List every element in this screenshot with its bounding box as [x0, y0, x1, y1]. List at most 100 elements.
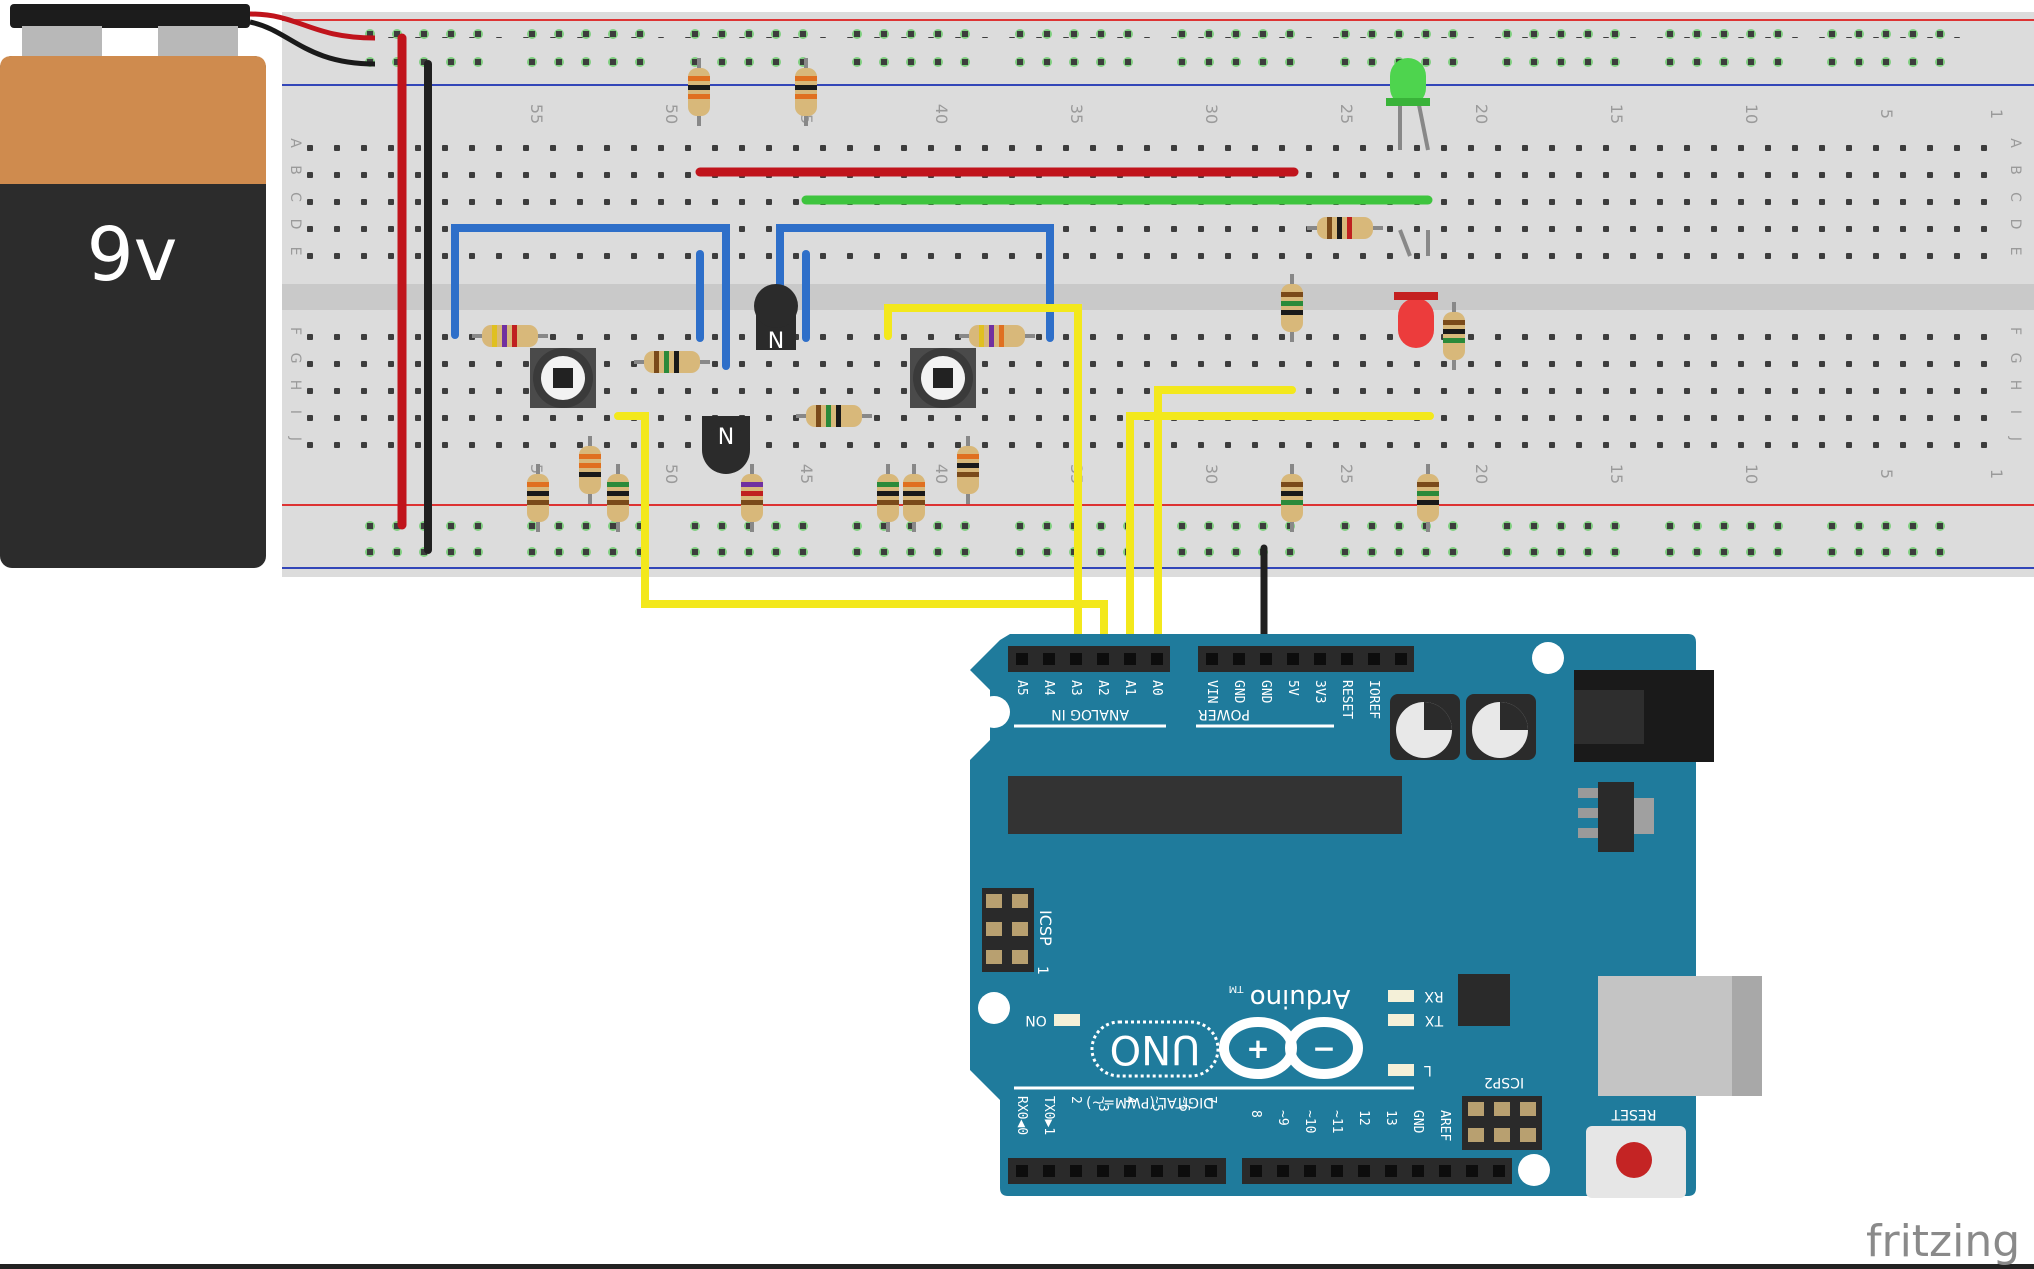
resistor[interactable]	[1281, 464, 1303, 532]
resistor[interactable]	[1281, 274, 1303, 342]
header-pin[interactable]	[1233, 653, 1245, 665]
header-pin[interactable]	[1124, 1165, 1136, 1177]
header-pin[interactable]	[1314, 653, 1326, 665]
header-pin[interactable]	[1341, 653, 1353, 665]
reset-button[interactable]	[1586, 1126, 1686, 1198]
header-pin[interactable]	[1287, 653, 1299, 665]
header-pin[interactable]	[1206, 653, 1218, 665]
pin-label: ~5	[1149, 1096, 1164, 1112]
wire-yellow-a1[interactable]	[1126, 412, 1434, 662]
header-pin[interactable]	[1070, 1165, 1082, 1177]
header-pin[interactable]	[1385, 1165, 1397, 1177]
column-number: 25	[1337, 464, 1356, 484]
header-pin[interactable]	[1368, 653, 1380, 665]
row-letter: G	[2007, 353, 2023, 364]
column-number: 10	[1742, 104, 1761, 124]
resistor[interactable]	[579, 436, 601, 504]
potentiometer-right[interactable]	[910, 348, 976, 408]
resistor[interactable]	[796, 405, 872, 427]
led-green[interactable]	[1386, 58, 1430, 151]
header-pin[interactable]	[1043, 653, 1055, 665]
header-pin[interactable]	[1277, 1165, 1289, 1177]
header-pin[interactable]	[1178, 1165, 1190, 1177]
reset-label: RESET	[1611, 1106, 1656, 1122]
resistor[interactable]	[957, 436, 979, 504]
header-pin[interactable]	[1304, 1165, 1316, 1177]
resistor[interactable]	[634, 351, 710, 373]
header-pin[interactable]	[1043, 1165, 1055, 1177]
wires	[397, 33, 1434, 664]
pin-label: 5V	[1285, 680, 1300, 696]
header-pin[interactable]	[1358, 1165, 1370, 1177]
header-pin[interactable]	[1395, 653, 1407, 665]
tx-label: TX	[1425, 1012, 1445, 1028]
resistor[interactable]	[527, 464, 549, 532]
fritzing-watermark: fritzing	[1866, 1216, 2020, 1267]
resistor[interactable]	[877, 464, 899, 532]
header-pin[interactable]	[1097, 1165, 1109, 1177]
resistor[interactable]	[607, 464, 629, 532]
pin-label: A4	[1041, 680, 1056, 696]
pin-label: 12	[1356, 1110, 1371, 1126]
row-letter: C	[287, 192, 303, 202]
pin-label: ~10	[1302, 1110, 1317, 1133]
resistor[interactable]	[1443, 302, 1465, 370]
arduino-trademark: TM	[1229, 983, 1245, 994]
battery-clip	[10, 4, 250, 28]
header-pin[interactable]	[1466, 1165, 1478, 1177]
header-pin[interactable]	[1412, 1165, 1424, 1177]
arduino-uno[interactable]: UNO + − Arduino TM ANALOG IN POWER DIGIT…	[970, 634, 1762, 1198]
pin-label: 7	[1203, 1096, 1218, 1104]
header-pin[interactable]	[1016, 1165, 1028, 1177]
row-letter: H	[2007, 380, 2023, 391]
header-pin[interactable]	[1124, 653, 1136, 665]
column-number: 5	[1877, 109, 1896, 119]
header-pin[interactable]	[1151, 653, 1163, 665]
header-pin[interactable]	[1205, 1165, 1217, 1177]
header-pin[interactable]	[1016, 653, 1028, 665]
resistor[interactable]	[741, 464, 763, 532]
resistor[interactable]	[472, 325, 548, 347]
resistors	[472, 58, 1465, 532]
column-number: 30	[1202, 464, 1221, 484]
header-pin[interactable]	[1250, 1165, 1262, 1177]
icsp2-label: ICSP2	[1484, 1074, 1524, 1090]
transistor-q1-marking: N	[768, 329, 784, 354]
column-number: 20	[1472, 464, 1491, 484]
led-red[interactable]	[1394, 229, 1438, 348]
wire-yellow-a2[interactable]	[614, 412, 1108, 662]
header-pin[interactable]	[1439, 1165, 1451, 1177]
column-number: 1	[1987, 469, 2006, 479]
resistor[interactable]	[1417, 464, 1439, 532]
row-letter: F	[2007, 327, 2023, 335]
transistor-q1[interactable]: N	[754, 284, 798, 354]
column-number: 20	[1472, 104, 1491, 124]
wire-yellow-a0[interactable]	[1154, 386, 1296, 662]
header-pin[interactable]	[1070, 653, 1082, 665]
battery-label: 9v	[87, 212, 178, 298]
capacitor-left	[1390, 694, 1460, 760]
battery-9v[interactable]: 9v	[0, 4, 266, 568]
pin-label: 8	[1248, 1110, 1263, 1118]
wire-blue-left[interactable]	[451, 224, 730, 370]
transistor-q2[interactable]: N	[702, 416, 750, 474]
pin-label: ~9	[1275, 1110, 1290, 1126]
resistor[interactable]	[795, 58, 817, 126]
header-pin[interactable]	[1151, 1165, 1163, 1177]
resistor[interactable]	[903, 464, 925, 532]
header-pin[interactable]	[1097, 653, 1109, 665]
resistor[interactable]	[688, 58, 710, 126]
resistor[interactable]	[959, 325, 1035, 347]
resistor[interactable]	[1307, 217, 1383, 239]
wire-blue-right[interactable]	[776, 224, 1054, 342]
row-letter: F	[287, 327, 303, 335]
header-pin[interactable]	[1493, 1165, 1505, 1177]
wire-yellow-a3[interactable]	[884, 304, 1082, 662]
row-letter: E	[287, 247, 303, 256]
header-pin[interactable]	[1331, 1165, 1343, 1177]
potentiometer-left[interactable]	[530, 348, 596, 408]
header-pin[interactable]	[1260, 653, 1272, 665]
column-number: 15	[1607, 104, 1626, 124]
row-letter: I	[287, 410, 303, 414]
icsp-label: ICSP	[1036, 910, 1055, 946]
